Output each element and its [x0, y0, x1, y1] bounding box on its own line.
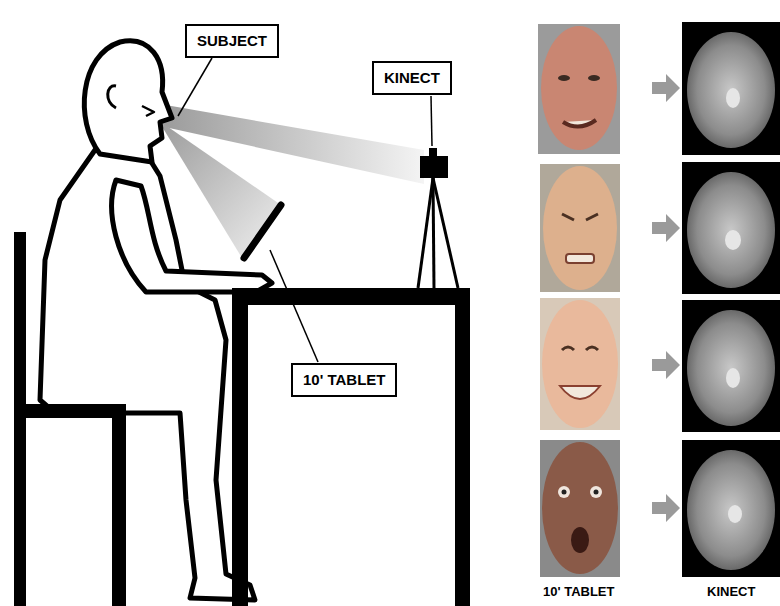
depth-image [682, 162, 780, 294]
callout-box: SUBJECT [185, 24, 279, 58]
callout-label: KINECT [384, 69, 440, 87]
kinect-mount [429, 148, 437, 157]
leader-line [178, 58, 432, 362]
flow-arrow [652, 74, 680, 522]
column-label: 10' TABLET [543, 584, 614, 600]
face-photo [540, 440, 620, 577]
chair-leg [112, 404, 126, 606]
face-photo [538, 24, 620, 154]
callout-box: KINECT [372, 61, 452, 95]
callout-label: 10' TABLET [303, 371, 385, 389]
depth-image [682, 22, 780, 155]
depth-image [682, 440, 780, 577]
desk-top [232, 288, 470, 305]
chair-back [14, 232, 26, 606]
face-photo [540, 164, 620, 292]
chair-seat [14, 404, 126, 418]
column-label: KINECT [707, 584, 755, 600]
tripod [418, 178, 458, 288]
desk-leg [455, 305, 470, 606]
callout-box: 10' TABLET [291, 363, 397, 397]
callout-label: SUBJECT [197, 32, 267, 50]
face-photo [540, 298, 620, 430]
kinect-sensor [420, 156, 448, 178]
depth-image [682, 300, 780, 432]
desk-leg [232, 305, 248, 606]
tablet [244, 205, 281, 258]
